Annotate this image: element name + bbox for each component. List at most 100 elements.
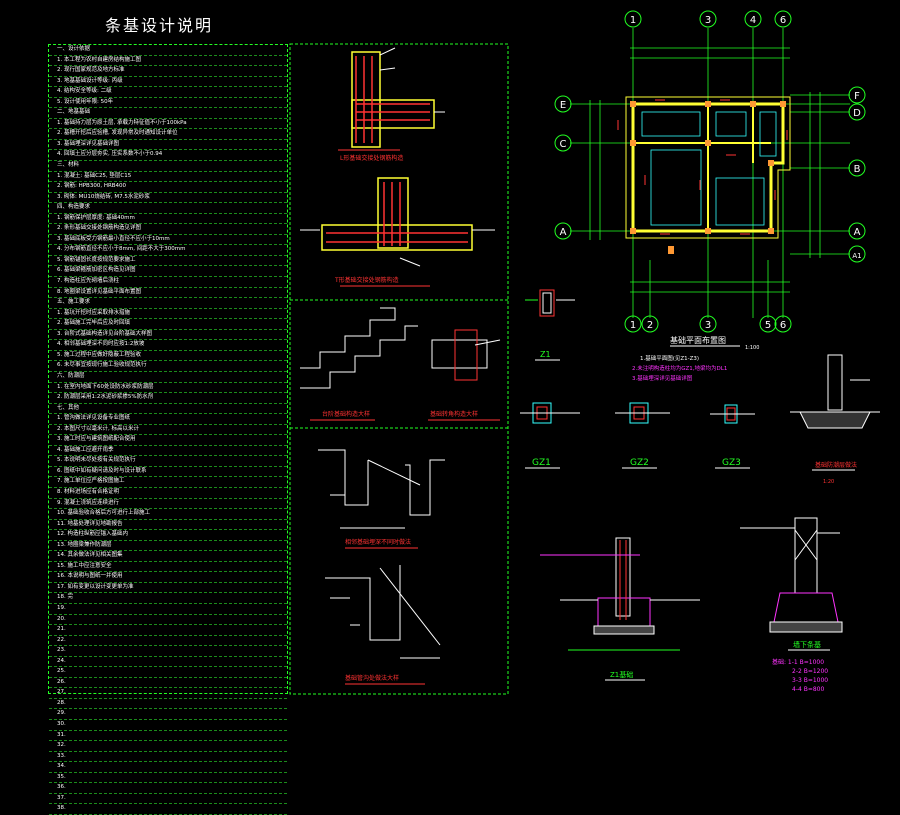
note-row: 7. 构造柱应先砌墙后浇柱	[49, 277, 287, 288]
page-title: 条基设计说明	[105, 16, 214, 35]
note-row: 1. 基坑开挖时应采取排水措施	[49, 309, 287, 320]
detail-t-label: T形基础交接处钢筋构造	[334, 276, 399, 284]
note-row: 32.	[49, 741, 287, 752]
gz3-label: GZ3	[722, 458, 741, 468]
damp-label: 基础防潮层做法	[815, 461, 857, 469]
grid-bottom-3: 3	[705, 320, 711, 331]
note-row: 4. 相邻基础埋深不同时应按1:2放坡	[49, 340, 287, 351]
note-row: 5. 钢筋锚固长度按规范要求施工	[49, 256, 287, 267]
gz1-label: GZ1	[532, 458, 551, 468]
detail-t-junction	[300, 177, 495, 287]
note-row: 29.	[49, 709, 287, 720]
note-row: 26.	[49, 678, 287, 689]
grid-top-1: 1	[630, 15, 636, 26]
note-row: 21.	[49, 625, 287, 636]
note-row: 1. 本工程为农村自建房结构施工图	[49, 56, 287, 67]
grid-top-3: 3	[705, 15, 711, 26]
note-row: 3. 砌体: MU10烧结砖, M7.5水泥砂浆	[49, 193, 287, 204]
grid-labels: 1 3 4 6 1 2 3 5 6 E C A F D B A A1	[560, 15, 862, 331]
grid-left-a: A	[560, 227, 567, 238]
detail-adjacent-label: 相邻基础埋深不同时做法	[345, 538, 411, 546]
grid-right-f: F	[854, 91, 860, 102]
note-row: 9. 混凝土浇筑应连续进行	[49, 499, 287, 510]
note-row: 1. 管沟做法详见设备专业图纸	[49, 414, 287, 425]
legend-c: 3-3 B=1000	[792, 677, 828, 684]
note-row: 五、施工要求	[49, 298, 287, 309]
legend-a: 基础: 1-1 B=1000	[772, 658, 824, 666]
note-row: 1. 混凝土: 基础C25, 垫层C15	[49, 172, 287, 183]
note-row: 3. 基础埋深详见基础详图	[49, 140, 287, 151]
note-row: 七、其他	[49, 404, 287, 415]
note-row: 24.	[49, 657, 287, 668]
grid-left-e: E	[560, 100, 566, 111]
note-row: 4. 回填土应分层夯实, 压实系数不小于0.94	[49, 150, 287, 162]
note-row: 2. 防潮层采用1:2水泥砂浆掺5%防水剂	[49, 393, 287, 404]
plan-scale: 1:100	[745, 345, 759, 351]
note-row: 30.	[49, 720, 287, 731]
note-row: 4. 结构安全等级: 二级	[49, 87, 287, 98]
grid-right-a: A	[854, 227, 861, 238]
note-row: 11. 地基处理详见地勘报告	[49, 520, 287, 531]
note-row: 10. 基础验收合格后方可进行上部施工	[49, 509, 287, 520]
note-row: 2. 基槽开挖后应验槽, 发现异常及时通知设计单位	[49, 129, 287, 140]
note-row: 2. 基础施工完毕后应及时回填	[49, 319, 287, 330]
note-row: 3. 基础底板受力钢筋最小直径不应小于10mm	[49, 235, 287, 246]
note-row: 3. 施工时应与建筑图纸配合使用	[49, 435, 287, 446]
grid-bottom-2: 2	[647, 320, 653, 331]
note-row: 5. 施工过程中应做好隐蔽工程验收	[49, 351, 287, 362]
drawing-canvas: L形基础交接处钢筋构造 T形基础交接处钢筋构造 台阶基础构造大样 基础转角构造大…	[289, 10, 880, 695]
detail-l-label: L形基础交接处钢筋构造	[340, 154, 403, 162]
legend-d: 4-4 B=800	[792, 686, 824, 693]
detail-stepped	[300, 307, 418, 389]
grid-bottom-1: 1	[630, 320, 636, 331]
note-row: 6. 未尽事宜按现行施工验收规范执行	[49, 361, 287, 372]
note-row: 4. 分布钢筋直径不应小于8mm, 间距不大于300mm	[49, 245, 287, 256]
grid-top-6: 6	[780, 15, 786, 26]
z1-foundation-detail	[540, 537, 700, 651]
note-row: 5. 本说明未尽处按有关规范执行	[49, 456, 287, 467]
note-row: 6. 基础梁箍筋加密区构造见详图	[49, 266, 287, 278]
note-row: 38.	[49, 804, 287, 815]
note-row: 1. 钢筋保护层厚度: 基础40mm	[49, 214, 287, 225]
gz-sections	[520, 402, 755, 424]
detail-l-junction	[338, 47, 445, 151]
detail-trench-label: 基础管沟处做法大样	[345, 674, 399, 682]
column-z1	[525, 289, 575, 317]
note-row: 二、地基基础	[49, 108, 287, 119]
damp-scale: 1:20	[823, 479, 834, 485]
note-row: 四、构造要求	[49, 203, 287, 214]
grid-bottom-6: 6	[780, 320, 786, 331]
plan-title: 基础平面布置图	[670, 335, 726, 345]
note-row: 1. 基础持力层为原土层, 承载力特征值不小于100kPa	[49, 119, 287, 130]
note-row: 20.	[49, 615, 287, 626]
note-row: 37.	[49, 794, 287, 805]
detail-adjacent	[318, 449, 445, 529]
strip-detail-label: 墙下条基	[793, 640, 821, 649]
note-row: 22.	[49, 636, 287, 647]
note-row: 13. 地圈梁兼作防潮层	[49, 541, 287, 552]
damp-proof-detail	[790, 354, 880, 429]
detail-stepped-label: 台阶基础构造大样	[322, 410, 370, 418]
note-row: 2. 条形基础交接处钢筋构造见详图	[49, 224, 287, 235]
foundation-plan	[570, 28, 850, 318]
gz2-label: GZ2	[630, 458, 649, 468]
grid-right-a1: A1	[852, 252, 861, 260]
legend: 基础: 1-1 B=1000 2-2 B=1200 3-3 B=1000 4-4…	[772, 658, 828, 693]
note-row: 31.	[49, 731, 287, 742]
legend-b: 2-2 B=1200	[792, 668, 828, 675]
note-row: 一、设计依据	[49, 45, 287, 56]
note-row: 3. 台阶式基础构造详见台阶基础大样图	[49, 330, 287, 341]
note-row: 27.	[49, 688, 287, 699]
note-row: 2. 本图尺寸以毫米计, 标高以米计	[49, 425, 287, 436]
note-row: 三、材料	[49, 161, 287, 172]
note-row: 14. 其余做法详见相关图集	[49, 551, 287, 562]
note-row: 六、防潮层	[49, 372, 287, 383]
note-row: 23.	[49, 646, 287, 657]
note-row: 12. 构造柱纵筋应锚入基础内	[49, 530, 287, 541]
note-row: 15. 施工中应注意安全	[49, 562, 287, 573]
note-row: 33.	[49, 752, 287, 763]
note-row: 18. 完	[49, 593, 287, 604]
plan-note-3: 3.基础埋深详见基础详图	[632, 374, 693, 382]
note-row: 8. 材料进场应有合格证明	[49, 488, 287, 499]
